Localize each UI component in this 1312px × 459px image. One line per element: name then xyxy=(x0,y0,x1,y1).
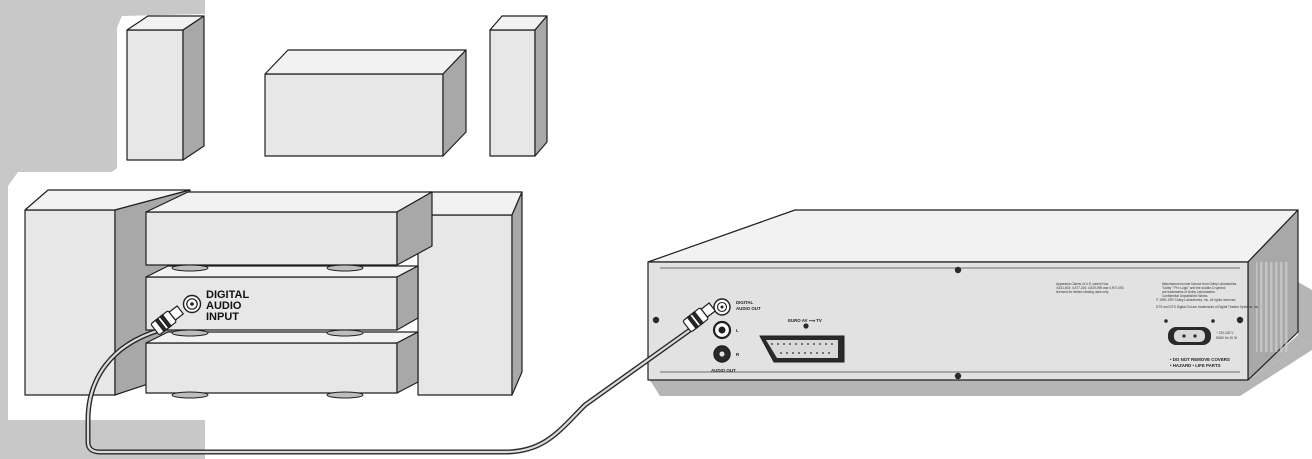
warning-label: • DO NOT REMOVE COVERS • HAZARD • LIFE P… xyxy=(1170,357,1231,368)
euro-av-label: EURO AV ⟶ TV xyxy=(788,318,822,323)
power-rating-label: ~ 220-240 V 50/60 Hz 20 W xyxy=(1216,331,1237,340)
rear-speaker-right xyxy=(489,15,548,157)
system-backdrop xyxy=(0,0,205,459)
digital-audio-input-jack xyxy=(182,294,202,314)
cable-plug-receiver xyxy=(150,305,185,335)
center-speaker xyxy=(264,49,467,157)
component-feet xyxy=(171,264,364,399)
player-side-vents xyxy=(1256,262,1290,352)
front-speaker-right xyxy=(417,191,523,396)
digital-audio-out-jack xyxy=(713,298,731,316)
digital-audio-input-label: DIGITAL AUDIO INPUT xyxy=(206,289,252,323)
component-bottom xyxy=(145,331,419,394)
player-shadow xyxy=(650,282,1312,396)
dolby-notice: Manufactured under license from Dolby La… xyxy=(1156,282,1259,309)
player-screws xyxy=(652,266,1244,380)
audio-out-left-label: L xyxy=(736,328,739,333)
rear-speaker-left xyxy=(126,15,205,161)
scart-connector xyxy=(759,335,845,363)
patent-notice: Apparatus Claims of U.S. patent Nos. 4,6… xyxy=(1056,282,1124,294)
audio-out-left-jack xyxy=(712,320,732,340)
cable-plug-player xyxy=(682,302,717,332)
digital-audio-out-label: DIGITAL AUDIO OUT xyxy=(736,300,761,311)
audio-out-right-jack xyxy=(713,345,731,363)
audio-out-right-label: R xyxy=(736,352,740,357)
audio-out-label: AUDIO OUT xyxy=(711,368,736,373)
coaxial-cable xyxy=(85,327,693,455)
power-inlet xyxy=(1164,319,1215,345)
component-top xyxy=(145,191,433,266)
